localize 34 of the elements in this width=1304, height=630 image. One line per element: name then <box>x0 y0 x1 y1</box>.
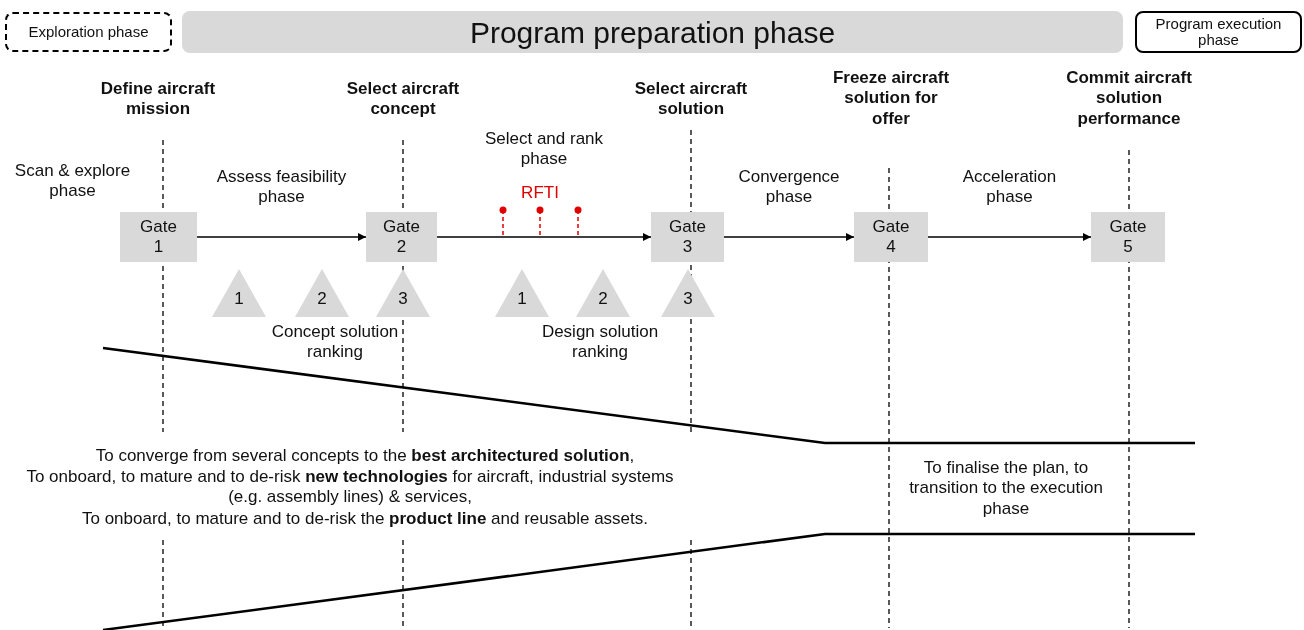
phase-banner: Program preparation phase <box>182 11 1123 53</box>
gate-box: Gate 1 <box>120 212 197 262</box>
milestone-title: Define aircraft mission <box>99 79 217 120</box>
arrow <box>436 233 652 241</box>
ranking-label: Concept solution ranking <box>270 322 400 363</box>
phase-label: Convergence phase <box>737 167 841 208</box>
milestone-title: Commit aircraft solution performance <box>1065 68 1193 130</box>
phase-label: Select and rank phase <box>483 129 605 170</box>
ranking-triangle: 2 <box>295 269 349 317</box>
gate-box: Gate 4 <box>854 212 928 262</box>
ranking-triangle: 3 <box>661 269 715 317</box>
phase-box: Exploration phase <box>5 12 172 52</box>
ranking-label: Design solution ranking <box>540 322 660 363</box>
gate-box: Gate 5 <box>1091 212 1165 262</box>
arrow <box>723 233 855 241</box>
ranking-triangle: 1 <box>495 269 549 317</box>
phase-label: Assess feasibility phase <box>216 167 347 208</box>
milestone-title: Freeze aircraft solution for offer <box>831 68 951 130</box>
rfti-label: RFTI <box>520 183 560 204</box>
milestone-title: Select aircraft solution <box>633 79 749 120</box>
objective-text: To onboard, to mature and to de-risk the product line and reusable assets. <box>81 509 649 530</box>
arrow <box>196 233 367 241</box>
objective-text: To converge from several concepts to the best architectured solution, <box>94 446 636 467</box>
ranking-triangle: 1 <box>212 269 266 317</box>
ranking-triangle: 3 <box>376 269 430 317</box>
milestone-title: Select aircraft concept <box>345 79 461 120</box>
objective-text: To finalise the plan, to transition to the execution phase <box>908 458 1104 520</box>
left-phase-label: Scan & explore phase <box>13 161 132 202</box>
phase-label: Acceleration phase <box>961 167 1058 208</box>
phase-box: Program execution phase <box>1135 11 1302 53</box>
gate-box: Gate 2 <box>366 212 437 262</box>
arrow <box>927 233 1092 241</box>
gate-box: Gate 3 <box>651 212 724 262</box>
ranking-triangle: 2 <box>576 269 630 317</box>
